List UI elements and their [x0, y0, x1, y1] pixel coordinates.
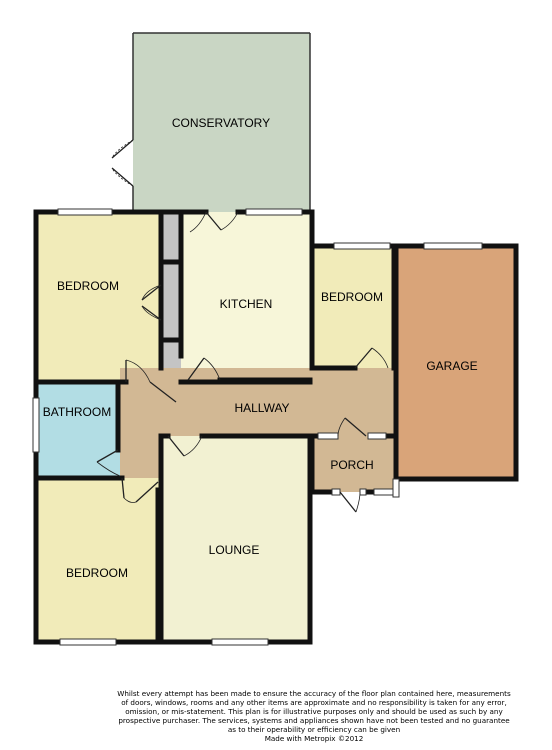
disclaimer-credit: Made with Metropix ©2012: [264, 734, 364, 743]
bedroom-small-area: [312, 246, 394, 368]
lounge-area: [161, 436, 310, 642]
bedroom-small-label: BEDROOM: [321, 290, 383, 304]
conservatory-frame: [132, 32, 311, 213]
kitchen-label: KITCHEN: [220, 297, 273, 311]
disclaimer: Whilst every attempt has been made to en…: [105, 689, 523, 743]
disclaimer-line: prospective purchaser. The services, sys…: [118, 716, 510, 725]
cupboard-middle: [161, 262, 181, 338]
walls: [33, 209, 519, 645]
kitchen-area: [181, 212, 310, 382]
doors: [96, 139, 389, 513]
bedroom-bottom-left-area: [36, 478, 161, 642]
conservatory-area: [133, 33, 310, 213]
hallway-label: HALLWAY: [234, 401, 289, 415]
disclaimer-line: omission, or mis-statement. This plan is…: [125, 707, 503, 716]
bathroom-area: [36, 382, 120, 478]
hallway-west-area: [120, 382, 161, 478]
garage-label: GARAGE: [426, 359, 477, 373]
porch-area: [312, 436, 394, 492]
disclaimer-line: Whilst every attempt has been made to en…: [117, 689, 511, 698]
floor-plan: CONSERVATORY BEDROOM KITCHEN BEDROOM GAR…: [32, 32, 519, 646]
lounge-label: LOUNGE: [209, 543, 260, 557]
conservatory-label: CONSERVATORY: [172, 116, 270, 130]
garage-area: [396, 246, 516, 479]
bedroom-top-left-label: BEDROOM: [57, 279, 119, 293]
bedroom-top-left-area: [36, 212, 161, 382]
bedroom-bottom-left-label: BEDROOM: [66, 566, 128, 580]
porch-label: PORCH: [330, 458, 373, 472]
disclaimer-line: as to their operability or efficiency ca…: [227, 725, 401, 734]
cupboard-upper: [161, 212, 181, 262]
disclaimer-line: of doors, windows, rooms and any other i…: [121, 698, 507, 707]
bathroom-label: BATHROOM: [43, 405, 111, 419]
